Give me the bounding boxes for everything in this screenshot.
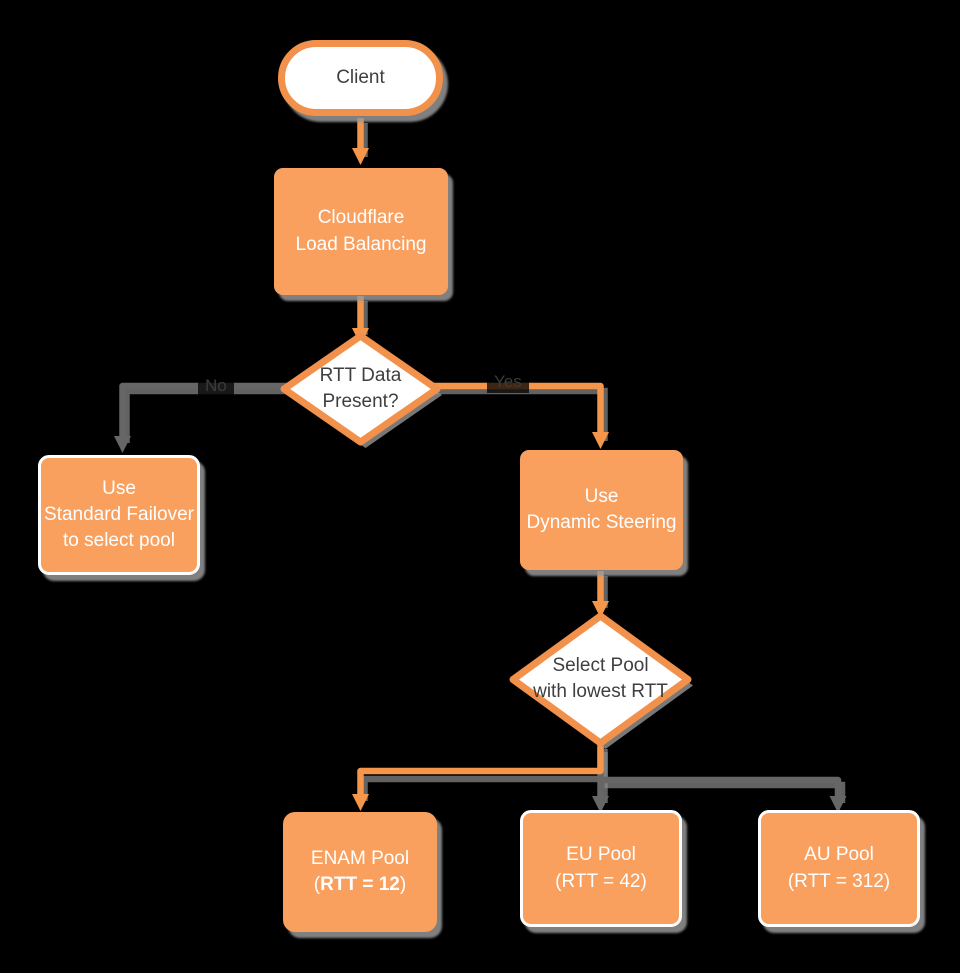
- node-label-line: Use: [102, 477, 136, 499]
- edge-shadow: [361, 749, 608, 801]
- node-label-line: to select pool: [63, 530, 175, 552]
- edge-shadow: [434, 387, 608, 441]
- node-au-pool: AU Pool (RTT = 312): [758, 810, 920, 927]
- enam-rtt-value: RTT = 12: [320, 874, 400, 895]
- node-label-line: Cloudflare: [317, 207, 405, 229]
- gray-edges: [119, 382, 842, 798]
- node-label-line: Load Balancing: [295, 233, 427, 255]
- connector-shadows: [123, 123, 846, 803]
- arrow-down-icon: [592, 601, 609, 618]
- edge-select-to-enam: [357, 744, 604, 796]
- decision-rtt-data-present: [280, 332, 441, 446]
- node-cloudflare-load-balancing: Cloudflare Load Balancing: [274, 168, 448, 295]
- edge-shadow: [604, 781, 846, 803]
- edge-label-yes: Yes: [487, 370, 529, 393]
- node-client-label: Client: [336, 66, 385, 88]
- node-label-line: Use: [584, 485, 619, 507]
- node-eu-pool: EU Pool (RTT = 42): [520, 810, 682, 927]
- decision-select-pool: [509, 612, 692, 747]
- node-client: Client: [278, 40, 443, 116]
- node-label-line: (RTT = 312): [787, 870, 891, 892]
- arrow-down-icon: [114, 436, 131, 453]
- arrow-down-icon: [592, 432, 609, 449]
- node-label-line: AU Pool: [804, 844, 874, 866]
- node-label-line: ENAM Pool: [310, 847, 410, 869]
- edge-shadow: [123, 387, 296, 443]
- node-label-line: Dynamic Steering: [526, 512, 677, 533]
- node-label-line: (RTT = 42): [555, 870, 647, 892]
- arrow-down-icon: [829, 796, 847, 813]
- arrow-down-icon: [592, 796, 609, 813]
- node-label-line: Standard Failover: [44, 503, 194, 525]
- edge-rtt-to-dynamic: [430, 382, 604, 434]
- node-use-dynamic-steering: Use Dynamic Steering: [520, 450, 683, 570]
- arrow-down-icon: [352, 794, 369, 811]
- node-label-line: (RTT = 12): [314, 872, 406, 898]
- paren-open: (: [313, 874, 321, 895]
- paren-close: ): [399, 874, 407, 895]
- edge-rtt-to-failover: [119, 382, 292, 438]
- node-use-standard-failover: Use Standard Failover to select pool: [38, 455, 200, 575]
- orange-edges: [357, 118, 604, 796]
- edge-label-no: No: [198, 374, 234, 397]
- arrow-down-icon: [352, 148, 369, 165]
- node-enam-pool: ENAM Pool (RTT = 12): [283, 812, 437, 932]
- edge-select-to-au: [600, 776, 842, 798]
- node-label-line: EU Pool: [566, 844, 636, 866]
